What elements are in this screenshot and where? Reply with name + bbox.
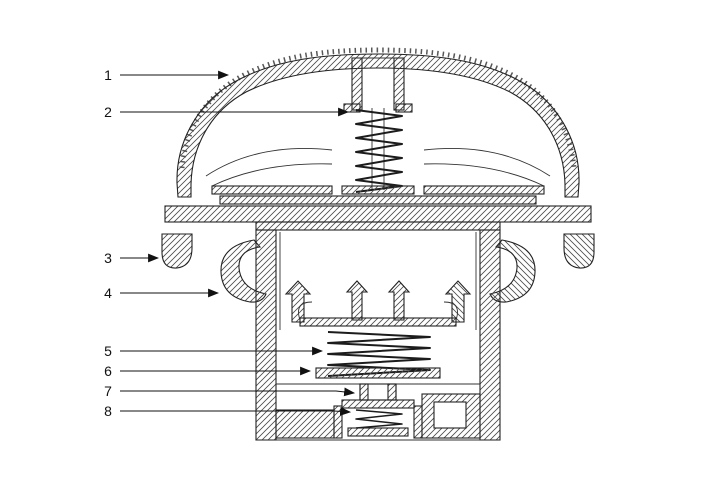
callout-8-label: 8 [104,403,112,419]
vacuum-valve-plate [341,399,415,409]
cap-assembly [161,47,595,441]
callout-7-leader [120,387,356,397]
shell-curl-right [563,233,595,269]
outer-cap-shell [176,53,580,198]
upper-spring-seat [341,185,415,195]
callout-5: 5 [104,343,324,359]
retainer-prong-left [284,280,312,323]
callout-1-label: 1 [104,67,112,83]
upper-spring [355,109,403,193]
retainer-prongs-center [345,280,411,321]
knurled-edge [179,47,577,169]
plate-stack [164,185,592,231]
callout-1: 1 [104,67,230,83]
callouts: 1 2 3 4 5 6 7 [104,67,356,419]
vacuum-valve [333,399,423,439]
valve-stem [359,383,397,401]
callout-7-label: 7 [104,383,112,399]
callout-7: 7 [104,383,356,399]
callout-8: 8 [104,403,352,419]
lower-spring-seat [315,367,441,379]
center-stem-housing [343,57,413,113]
callout-6: 6 [104,363,312,379]
base-blocks [275,393,481,439]
callout-2-label: 2 [104,104,112,120]
vacuum-valve-retainer [347,427,409,437]
callout-8-leader [120,406,352,416]
lower-body-wall-right [479,229,501,441]
callout-3: 3 [104,250,160,266]
callout-6-label: 6 [104,363,112,379]
dome-interior-right [423,148,551,187]
lower-body [255,229,501,441]
callout-4: 4 [104,285,220,301]
shell-curl-left [161,233,193,269]
callout-4-label: 4 [104,285,112,301]
valve-cup [298,301,458,327]
callout-5-label: 5 [104,343,112,359]
dome-interior-left [205,148,333,187]
callout-2: 2 [104,104,350,120]
retainer-prong-right [445,280,471,323]
lower-body-wall-left [255,229,277,441]
vacuum-valve-spring [355,409,403,429]
main-flange [164,205,592,223]
callout-3-label: 3 [104,250,112,266]
